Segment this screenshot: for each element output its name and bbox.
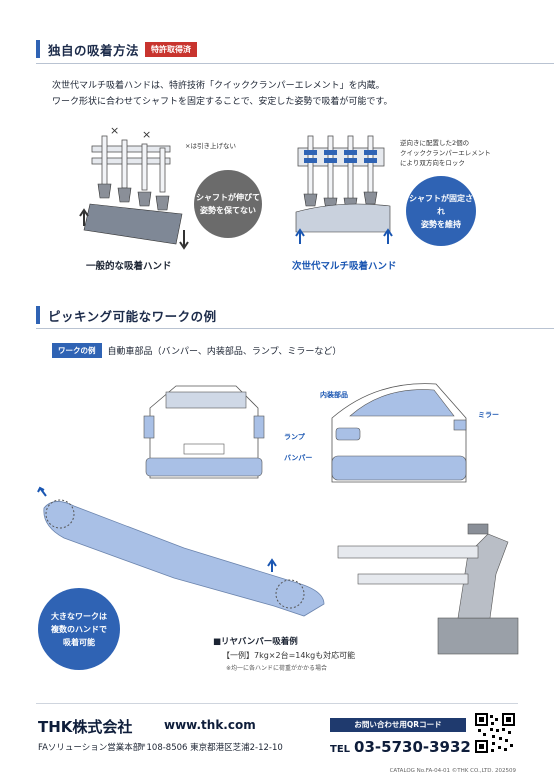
patent-badge: 特許取得済 [145, 41, 198, 57]
cross-mark-1: × [110, 124, 120, 137]
bubble-line-2: 複数のハンドで [51, 624, 107, 634]
address: 〒108-8506 東京都港区芝浦2-12-10 [138, 743, 283, 753]
tel-prefix: TEL [330, 744, 351, 755]
heading-bar [36, 40, 40, 58]
bubble-line-1: 大きなワークは [51, 611, 107, 621]
multi-hand-bubble: 大きなワークは複数のハンドで吸着可能 [38, 588, 120, 670]
cars-illustration [143, 383, 467, 483]
section-title: 独自の吸着方法 [48, 42, 140, 58]
heading-bar [36, 306, 40, 324]
section-heading-workpieces: ピッキング可能なワークの例 [36, 306, 217, 324]
section-title: ピッキング可能なワークの例 [48, 308, 217, 324]
section-heading-method: 独自の吸着方法 特許取得済 [36, 40, 198, 58]
left-caption: 一般的な吸着ハンド [86, 261, 172, 272]
right-caption: 次世代マルチ吸着ハンド [292, 261, 397, 272]
conventional-hand-diagram [79, 135, 189, 250]
tel-number[interactable]: 03-5730-3932 [354, 738, 471, 756]
work-example-tag: ワークの例 [52, 343, 102, 358]
right-note-line-1: 逆向きに配置した2個の [400, 139, 470, 147]
work-example-text: 自動車部品（バンパー、内装部品、ランプ、ミラーなど） [107, 347, 342, 357]
right-note-line-3: により双方向をロック [400, 159, 465, 167]
section-rule [36, 63, 554, 64]
qr-code-icon[interactable] [474, 712, 516, 754]
example-title: ■リヤバンパー吸着例 [213, 637, 298, 647]
company-name: THK株式会社 [38, 718, 133, 736]
department: FAソリューション営業本部 [38, 743, 142, 753]
example-line: 【一例】7kg×2台=14kgも対応可能 [222, 651, 356, 660]
intro-line-1: 次世代マルチ吸着ハンドは、特許技術「クイッククランパーエレメント」を内蔵。 [52, 81, 385, 91]
right-bubble-line-2: 姿勢を維持 [421, 219, 461, 229]
right-note: 逆向きに配置した2個の クイッククランパーエレメント により双方向をロック [400, 138, 491, 168]
callout-interior: 内装部品 [320, 391, 348, 399]
left-bubble-line-2: 姿勢を保てない [200, 206, 256, 215]
rear-bumper-illustration [37, 486, 325, 617]
intro-text: 次世代マルチ吸着ハンドは、特許技術「クイッククランパーエレメント」を内蔵。 ワー… [52, 78, 392, 110]
right-bubble-line-1: シャフトが固定され [409, 193, 473, 216]
multi-suction-hand-diagram [295, 135, 393, 244]
left-bubble: シャフトが伸びて姿勢を保てない [194, 170, 262, 238]
footer-divider [36, 703, 518, 704]
website-link[interactable]: www.thk.com [164, 718, 256, 732]
qr-label: お問い合わせ用QRコード [330, 718, 466, 732]
intro-line-2: ワーク形状に合わせてシャフトを固定することで、安定した姿勢で吸着が可能です。 [52, 97, 393, 107]
cross-mark-2: × [142, 128, 152, 141]
work-example-row: ワークの例 自動車部品（バンパー、内装部品、ランプ、ミラーなど） [52, 343, 341, 358]
left-bubble-line-1: シャフトが伸びて [196, 193, 260, 202]
right-bubble: シャフトが固定され姿勢を維持 [406, 176, 476, 246]
tel-row: TEL 03-5730-3932 [330, 738, 471, 756]
left-note: ×は引き上げない [185, 142, 236, 150]
section-rule [36, 328, 554, 329]
example-note: ※均一に各ハンドに荷重がかかる場合 [226, 665, 328, 672]
robot-illustration [337, 523, 519, 655]
callout-mirror: ミラー [478, 411, 499, 419]
catalog-number: CATALOG No.FA-04-01 ©THK CO.,LTD. 202509 [389, 768, 516, 774]
callout-lamp: ランプ [284, 433, 305, 441]
bubble-line-3: 吸着可能 [63, 637, 95, 647]
right-note-line-2: クイッククランパーエレメント [400, 149, 491, 157]
callout-bumper: バンパー [284, 454, 313, 462]
